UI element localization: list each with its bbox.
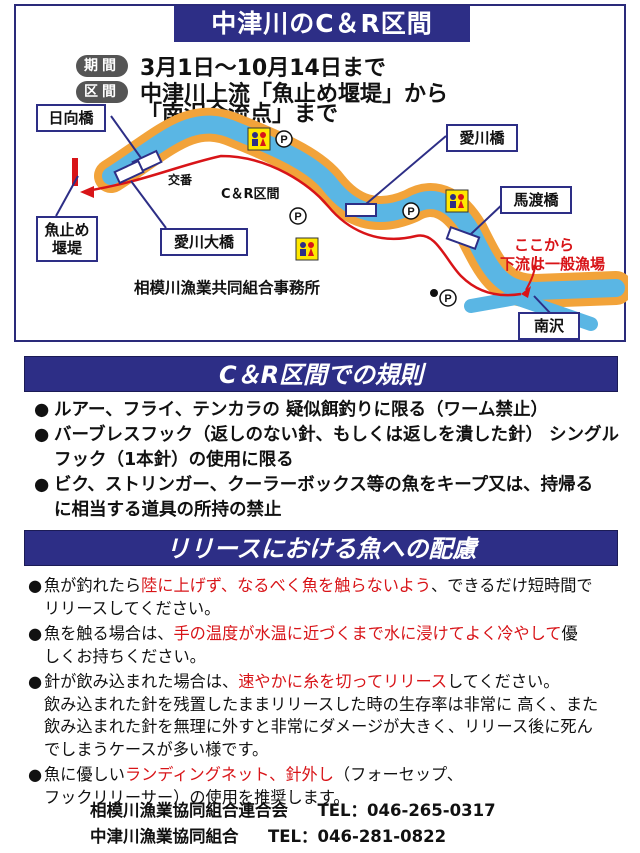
river-map: P P P P — [55, 107, 628, 331]
care-3-line-2: 飲み込まれた針を残置したままリリースした時の生存率は非常に 高く、また — [44, 694, 599, 714]
bullet: ● — [34, 400, 50, 420]
map-panel: 中津川のC＆R区間 期間 3月1日〜10月14日まで 区間 中津川上流「魚止め堰… — [14, 4, 628, 342]
bullet: ● — [34, 475, 50, 495]
care-1-line-2: リリースしてください。 — [44, 598, 221, 618]
bridge-aikawa — [345, 203, 377, 217]
bullet: ● — [28, 765, 43, 784]
minamisawa-label: 南沢 — [518, 312, 580, 340]
care-item-3: ● 針が飲み込まれた場合は、速やかに糸を切ってリリースしてください。 飲み込まれ… — [28, 671, 628, 761]
pointer-minamisawa — [533, 295, 552, 315]
rule-3-line-2: に相当する道具の所持の禁止 — [54, 500, 282, 520]
aikawa-ohashi-label: 愛川大橋 — [160, 228, 248, 256]
aikawa-bridge-label: 愛川橋 — [446, 124, 518, 152]
uodome-line1: 魚止め — [44, 221, 90, 239]
dam-marker — [72, 158, 78, 186]
care-item-2: ● 魚を触る場合は、手の温度が水温に近づくまで水に浸けてよく冷やして優 しくお持… — [28, 623, 628, 668]
cr-arrow-upstream — [80, 186, 94, 198]
care-4-text-a: 魚に優しい — [44, 765, 125, 784]
parking-letter-3: P — [407, 206, 414, 218]
restroom-icon-1 — [247, 127, 271, 151]
contact-nakatsugawa-tel: TEL：046-281-0822 — [268, 827, 447, 846]
period-badge: 期間 — [76, 55, 128, 77]
contact-nakatsugawa: 中津川漁業協同組合 TEL：046-281-0822 — [90, 823, 446, 847]
care-4-line-2: フックリリーサー）の使用を推奨します。 — [44, 787, 350, 807]
care-2-emphasis: 手の温度が水温に近づくまで水に浸けてよく冷やして — [173, 624, 562, 643]
pointer-aikawa — [365, 135, 447, 205]
rule-item-1: ● ルアー、フライ、テンカラの 疑似餌釣りに限る（ワーム禁止） — [34, 398, 624, 423]
koban-label: 交番 — [168, 173, 193, 187]
contact-federation-tel: TEL：046-265-0317 — [317, 801, 496, 820]
general-fishing-line2: 下流は一般漁場 — [500, 254, 606, 273]
care-3-text-a: 針が飲み込まれた場合は、 — [44, 672, 239, 691]
restroom-icon-2 — [445, 189, 469, 213]
section-badge: 区間 — [76, 81, 128, 103]
cr-section-label: C＆R区間 — [221, 187, 280, 202]
general-fishing-pointer — [525, 255, 537, 291]
parking-letter-4: P — [444, 293, 451, 305]
bridge-aikawa-ohashi — [113, 159, 145, 185]
general-fishing-line1: ここから — [514, 236, 575, 254]
bullet: ● — [28, 624, 43, 643]
care-2-text-a: 魚を触る場合は、 — [44, 624, 174, 643]
care-1-text-a: 魚が釣れたら — [44, 576, 142, 595]
bridge-maba — [445, 225, 481, 251]
section-row: 区間 中津川上流「魚止め堰堤」から — [76, 76, 448, 108]
period-row: 期間 3月1日〜10月14日まで — [76, 50, 386, 82]
care-2-line-2: しくお持ちください。 — [44, 646, 206, 666]
care-1-text-b: 、できるだけ短時間で — [431, 576, 593, 595]
parking-icon-1 — [275, 130, 293, 148]
bullet: ● — [28, 672, 43, 691]
uodome-dam-label: 魚止め 堰堤 — [36, 216, 98, 262]
pointer-hinata — [110, 115, 142, 159]
care-1-emphasis: 陸に上げず、なるべく魚を触らないよう — [141, 576, 432, 595]
section-text: 中津川上流「魚止め堰堤」から — [140, 82, 449, 107]
rule-1-line-1: ルアー、フライ、テンカラの 疑似餌釣りに限る（ワーム禁止） — [54, 400, 548, 420]
parking-letter-2: P — [294, 211, 301, 223]
rules-header: C＆R区間での規則 — [24, 356, 618, 392]
rule-item-3: ● ビク、ストリンガー、クーラーボックス等の魚をキープ又は、持帰る に相当する道… — [34, 473, 624, 523]
bullet: ● — [28, 576, 43, 595]
care-list: ● 魚が釣れたら陸に上げず、なるべく魚を触らないよう、できるだけ短時間で リリー… — [28, 575, 628, 812]
rule-2-line-2: フック（1本針）の使用に限る — [54, 450, 294, 470]
bullet: ● — [34, 425, 50, 445]
care-4-text-b: （フォーセップ、 — [333, 765, 463, 784]
care-item-4: ● 魚に優しいランディングネット、針外し（フォーセップ、 フックリリーサー）の使… — [28, 764, 628, 809]
maba-bridge-label: 馬渡橋 — [500, 186, 572, 214]
care-2-text-b: 優 — [561, 624, 578, 643]
period-text: 3月1日〜10月14日まで — [140, 56, 386, 81]
office-marker — [430, 289, 438, 297]
contact-federation-name: 相模川漁業協同組合連合会 — [90, 801, 288, 820]
office-label: 相模川漁業共同組合事務所 — [134, 279, 321, 297]
care-3-line-3: 飲み込まれた針を無理に外すと非常にダメージが大きく、リリース後に死ん — [44, 717, 593, 736]
care-item-1: ● 魚が釣れたら陸に上げず、なるべく魚を触らないよう、できるだけ短時間で リリー… — [28, 575, 628, 620]
confluence-arrow — [521, 286, 531, 298]
parking-icon-4 — [439, 289, 457, 307]
rule-item-2: ● バーブレスフック（返しのない針、もしくは返しを潰した針） シングル フック（… — [34, 423, 624, 473]
restroom-icon-3 — [295, 237, 319, 261]
care-3-emphasis: 速やかに糸を切ってリリース — [238, 672, 448, 691]
care-header: リリースにおける魚への配慮 — [24, 530, 618, 566]
rules-list: ● ルアー、フライ、テンカラの 疑似餌釣りに限る（ワーム禁止） ● バーブレスフ… — [34, 398, 624, 523]
map-title: 中津川のC＆R区間 — [174, 6, 470, 42]
rule-2-line-1: バーブレスフック（返しのない針、もしくは返しを潰した針） シングル — [54, 425, 620, 445]
rule-3-line-1: ビク、ストリンガー、クーラーボックス等の魚をキープ又は、持帰る — [54, 475, 594, 495]
parking-icon-3 — [402, 202, 420, 220]
pointer-aikawa-ohashi — [130, 180, 167, 229]
cr-boundary-line — [85, 154, 522, 297]
contact-nakatsugawa-name: 中津川漁業協同組合 — [90, 827, 239, 846]
care-4-emphasis: ランディングネット、針外し — [124, 765, 334, 784]
general-fishing-label: ここから 下流は一般漁場 — [500, 236, 605, 274]
hinata-bridge-label: 日向橋 — [36, 104, 106, 132]
care-3-text-b: してください。 — [447, 672, 560, 691]
care-3-line-4: でしまうケースが多い様です。 — [44, 739, 269, 759]
parking-letter-1: P — [280, 134, 287, 146]
contact-federation: 相模川漁業協同組合連合会 TEL：046-265-0317 — [90, 797, 496, 821]
uodome-line2: 堰堤 — [51, 239, 82, 257]
pointer-uodome — [55, 175, 79, 217]
parking-icon-2 — [289, 207, 307, 225]
